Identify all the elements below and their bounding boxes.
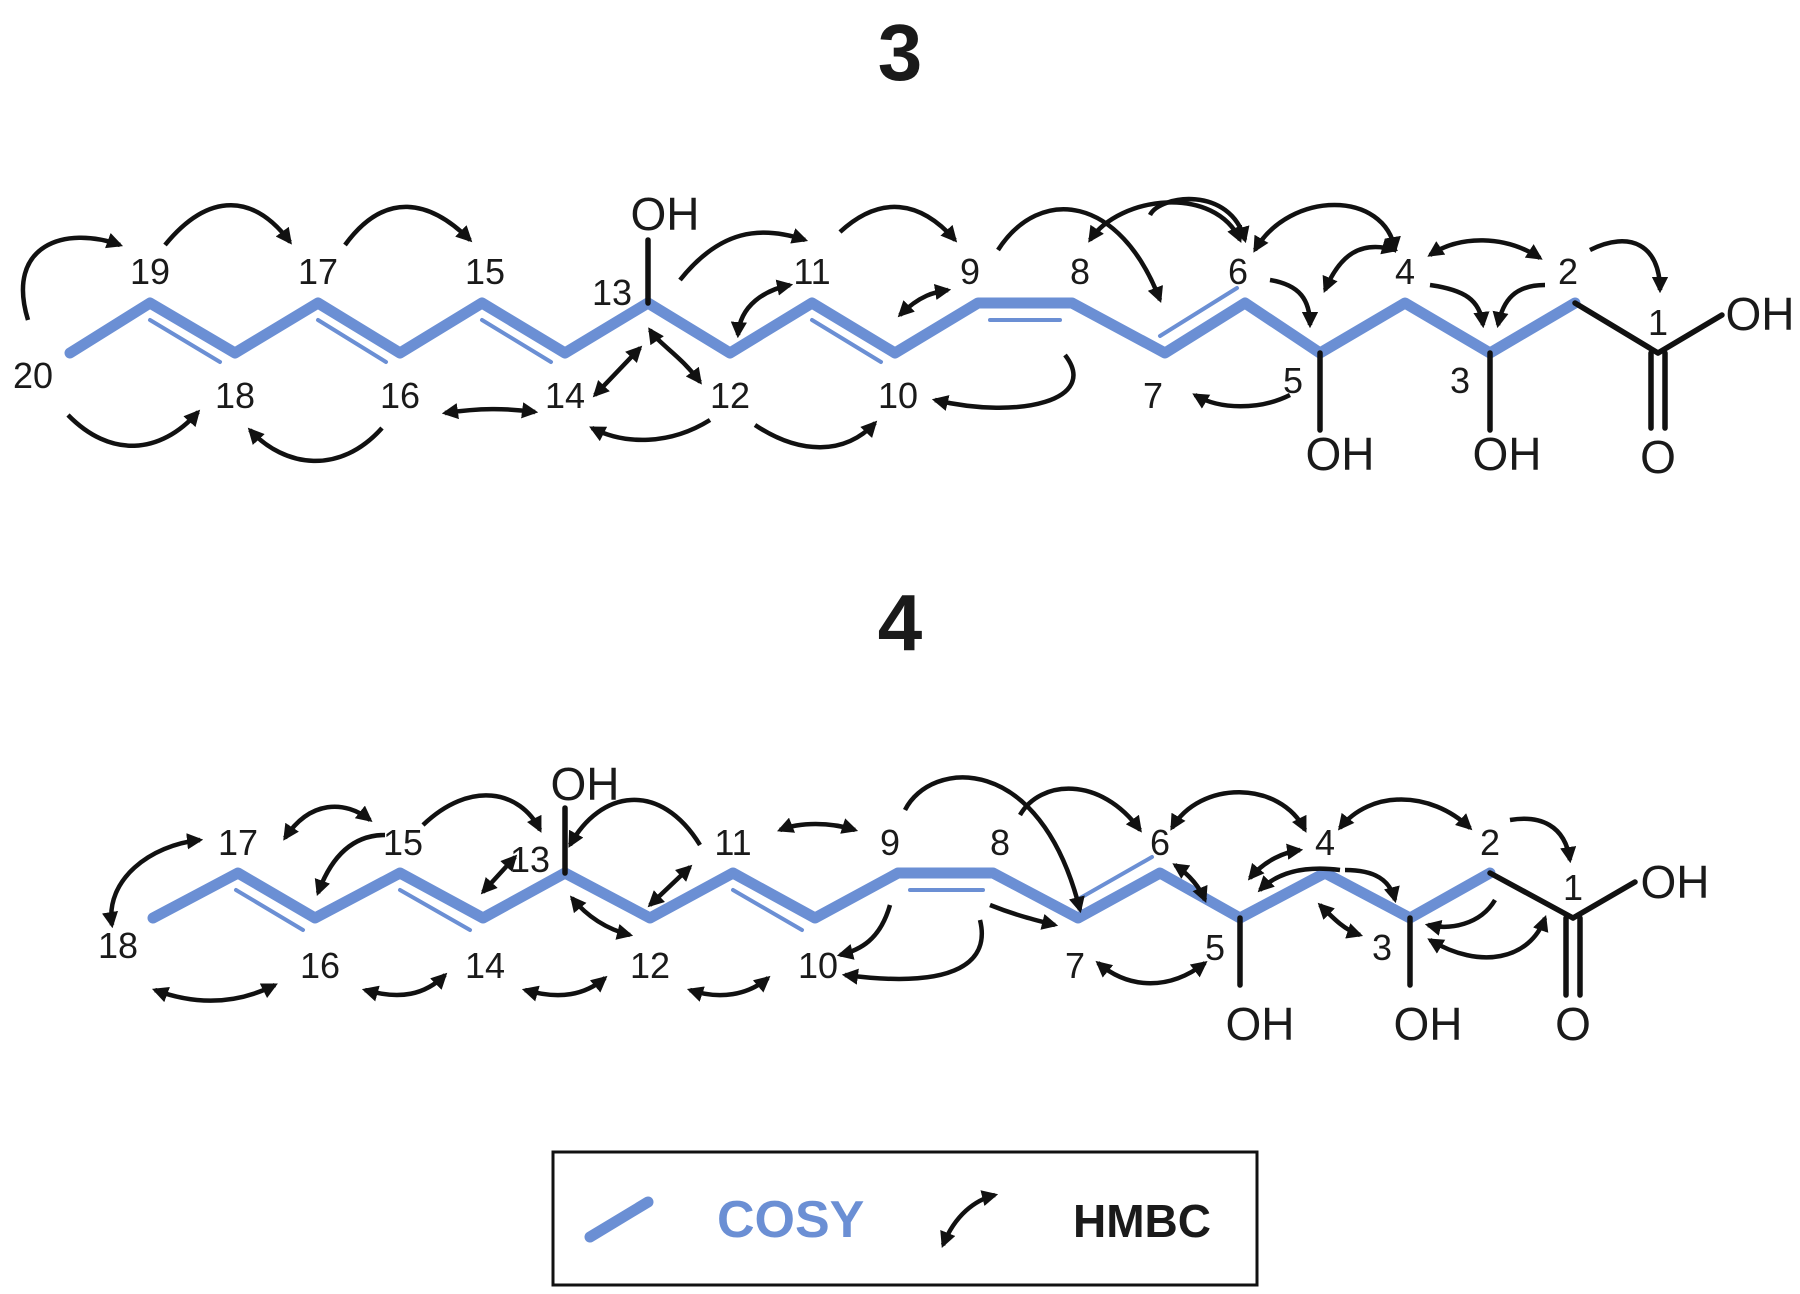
c4-pos-18: 18 bbox=[98, 925, 138, 966]
c4-carbonyl-o: O bbox=[1555, 998, 1591, 1050]
c3-acid-oh: OH bbox=[1726, 288, 1795, 340]
compound-3-bond-2-1 bbox=[1572, 300, 1661, 356]
c4-oh-3: OH bbox=[1394, 998, 1463, 1050]
c3-pos-16: 16 bbox=[380, 375, 420, 416]
c3-pos-5: 5 bbox=[1283, 360, 1303, 401]
compound-3-double-bond-16-17 bbox=[316, 318, 388, 364]
c4-pos-13: 13 bbox=[510, 839, 550, 880]
compound-3-double-bond-10-11 bbox=[810, 318, 883, 364]
c4-pos-3: 3 bbox=[1372, 927, 1392, 968]
c4-pos-7: 7 bbox=[1065, 945, 1085, 986]
compound-3-hmbc-arrows bbox=[20, 196, 1669, 464]
c3-pos-2: 2 bbox=[1558, 251, 1578, 292]
c3-carbonyl-o: O bbox=[1640, 431, 1676, 483]
c4-pos-2: 2 bbox=[1480, 822, 1500, 863]
c3-oh-3: OH bbox=[1473, 428, 1542, 480]
c3-pos-3: 3 bbox=[1450, 360, 1470, 401]
c4-pos-17: 17 bbox=[218, 822, 258, 863]
c3-pos-1: 1 bbox=[1648, 302, 1668, 343]
compound-3-double-bond-14-15 bbox=[480, 318, 553, 364]
c4-oh-5: OH bbox=[1226, 998, 1295, 1050]
c3-pos-13: 13 bbox=[592, 272, 632, 313]
c3-pos-14: 14 bbox=[545, 375, 585, 416]
c3-pos-18: 18 bbox=[215, 375, 255, 416]
c3-oh-13: OH bbox=[631, 188, 700, 240]
legend: COSY HMBC bbox=[551, 1150, 1259, 1287]
c4-pos-12: 12 bbox=[630, 945, 670, 986]
c4-pos-5: 5 bbox=[1205, 927, 1225, 968]
compound-4-hmbc-arrows bbox=[102, 775, 1577, 1003]
c4-pos-8: 8 bbox=[990, 822, 1010, 863]
c3-pos-6: 6 bbox=[1228, 251, 1248, 292]
compound-3-label: 3 bbox=[878, 8, 923, 97]
legend-cosy-label: COSY bbox=[717, 1191, 864, 1249]
compound-4-position-numbers: 18 17 16 15 14 13 12 11 10 9 8 7 6 5 4 3… bbox=[98, 822, 1583, 986]
c3-pos-15: 15 bbox=[465, 251, 505, 292]
compound-3: 3 20 19 18 17 16 15 14 13 12 11 10 bbox=[13, 8, 1795, 483]
c3-pos-20: 20 bbox=[13, 355, 53, 396]
c4-pos-4: 4 bbox=[1315, 822, 1335, 863]
c4-pos-15: 15 bbox=[383, 822, 423, 863]
compound-4-double-bond-14-15 bbox=[398, 888, 472, 932]
compound-4: 4 18 17 16 15 14 13 12 11 10 9 8 7 6 5 bbox=[98, 578, 1710, 1050]
compound-3-position-numbers: 20 19 18 17 16 15 14 13 12 11 10 9 8 7 6… bbox=[13, 251, 1668, 416]
legend-hmbc-swatch bbox=[940, 1190, 999, 1249]
compound-3-bond-1-oh bbox=[1655, 312, 1725, 356]
c3-pos-7: 7 bbox=[1143, 375, 1163, 416]
c4-pos-6: 6 bbox=[1150, 822, 1170, 863]
compound-4-bond-1-oh bbox=[1570, 879, 1638, 921]
c4-oh-13: OH bbox=[551, 758, 620, 810]
c3-pos-10: 10 bbox=[878, 375, 918, 416]
compound-4-double-bond-10-11 bbox=[731, 888, 804, 932]
compound-4-double-bond-6-7 bbox=[1073, 855, 1154, 903]
c3-oh-5: OH bbox=[1306, 428, 1375, 480]
legend-hmbc-label: HMBC bbox=[1073, 1195, 1211, 1247]
c4-pos-1: 1 bbox=[1563, 867, 1583, 908]
legend-cosy-swatch bbox=[584, 1196, 654, 1243]
c3-pos-11: 11 bbox=[793, 251, 830, 292]
c4-pos-11: 11 bbox=[714, 822, 751, 863]
c4-acid-oh: OH bbox=[1641, 856, 1710, 908]
compound-4-double-bond-16-17 bbox=[234, 888, 305, 932]
c3-pos-12: 12 bbox=[710, 375, 750, 416]
legend-box bbox=[551, 1150, 1259, 1287]
c3-pos-4: 4 bbox=[1395, 251, 1415, 292]
c3-pos-17: 17 bbox=[298, 251, 338, 292]
compound-3-double-bond-6-7 bbox=[1158, 286, 1239, 338]
compound-4-bond-2-1 bbox=[1487, 870, 1576, 921]
c4-pos-16: 16 bbox=[300, 945, 340, 986]
c3-pos-19: 19 bbox=[130, 251, 170, 292]
compound-4-cosy-chain bbox=[147, 867, 1496, 924]
c4-pos-10: 10 bbox=[798, 945, 838, 986]
c3-pos-9: 9 bbox=[960, 251, 980, 292]
c4-pos-9: 9 bbox=[880, 822, 900, 863]
compound-3-double-bond-18-19 bbox=[148, 318, 222, 364]
compound-4-label: 4 bbox=[878, 578, 923, 667]
c3-pos-8: 8 bbox=[1070, 251, 1090, 292]
c4-pos-14: 14 bbox=[465, 945, 505, 986]
